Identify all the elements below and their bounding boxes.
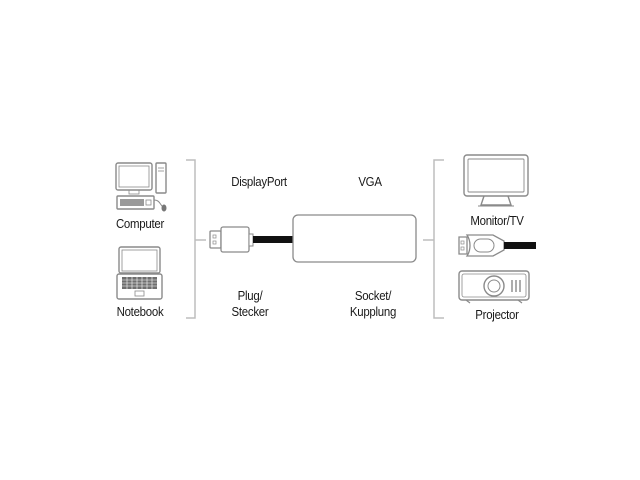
desktop-computer-icon — [115, 162, 167, 212]
plug-label-line1: Plug/ — [237, 288, 263, 303]
vga-cable-plug-icon — [458, 234, 536, 257]
left-bracket — [186, 159, 206, 319]
monitor-icon — [463, 154, 529, 207]
target-label-projector: Projector — [475, 307, 519, 322]
plug-type-label: DisplayPort — [231, 174, 287, 189]
socket-label-line1: Socket/ — [354, 288, 392, 303]
source-label-computer: Computer — [115, 216, 165, 231]
projector-icon — [458, 270, 530, 304]
laptop-icon — [116, 246, 163, 300]
plug-label-line2: Stecker — [231, 304, 269, 319]
target-label-monitor: Monitor/TV — [470, 213, 524, 228]
displayport-plug-icon — [209, 226, 254, 253]
source-label-notebook: Notebook — [116, 304, 164, 319]
socket-label-line2: Kupplung — [349, 304, 397, 319]
right-bracket — [423, 159, 444, 319]
socket-type-label: VGA — [358, 174, 382, 189]
adapter-body — [292, 214, 417, 263]
adapter-cable — [253, 236, 293, 243]
